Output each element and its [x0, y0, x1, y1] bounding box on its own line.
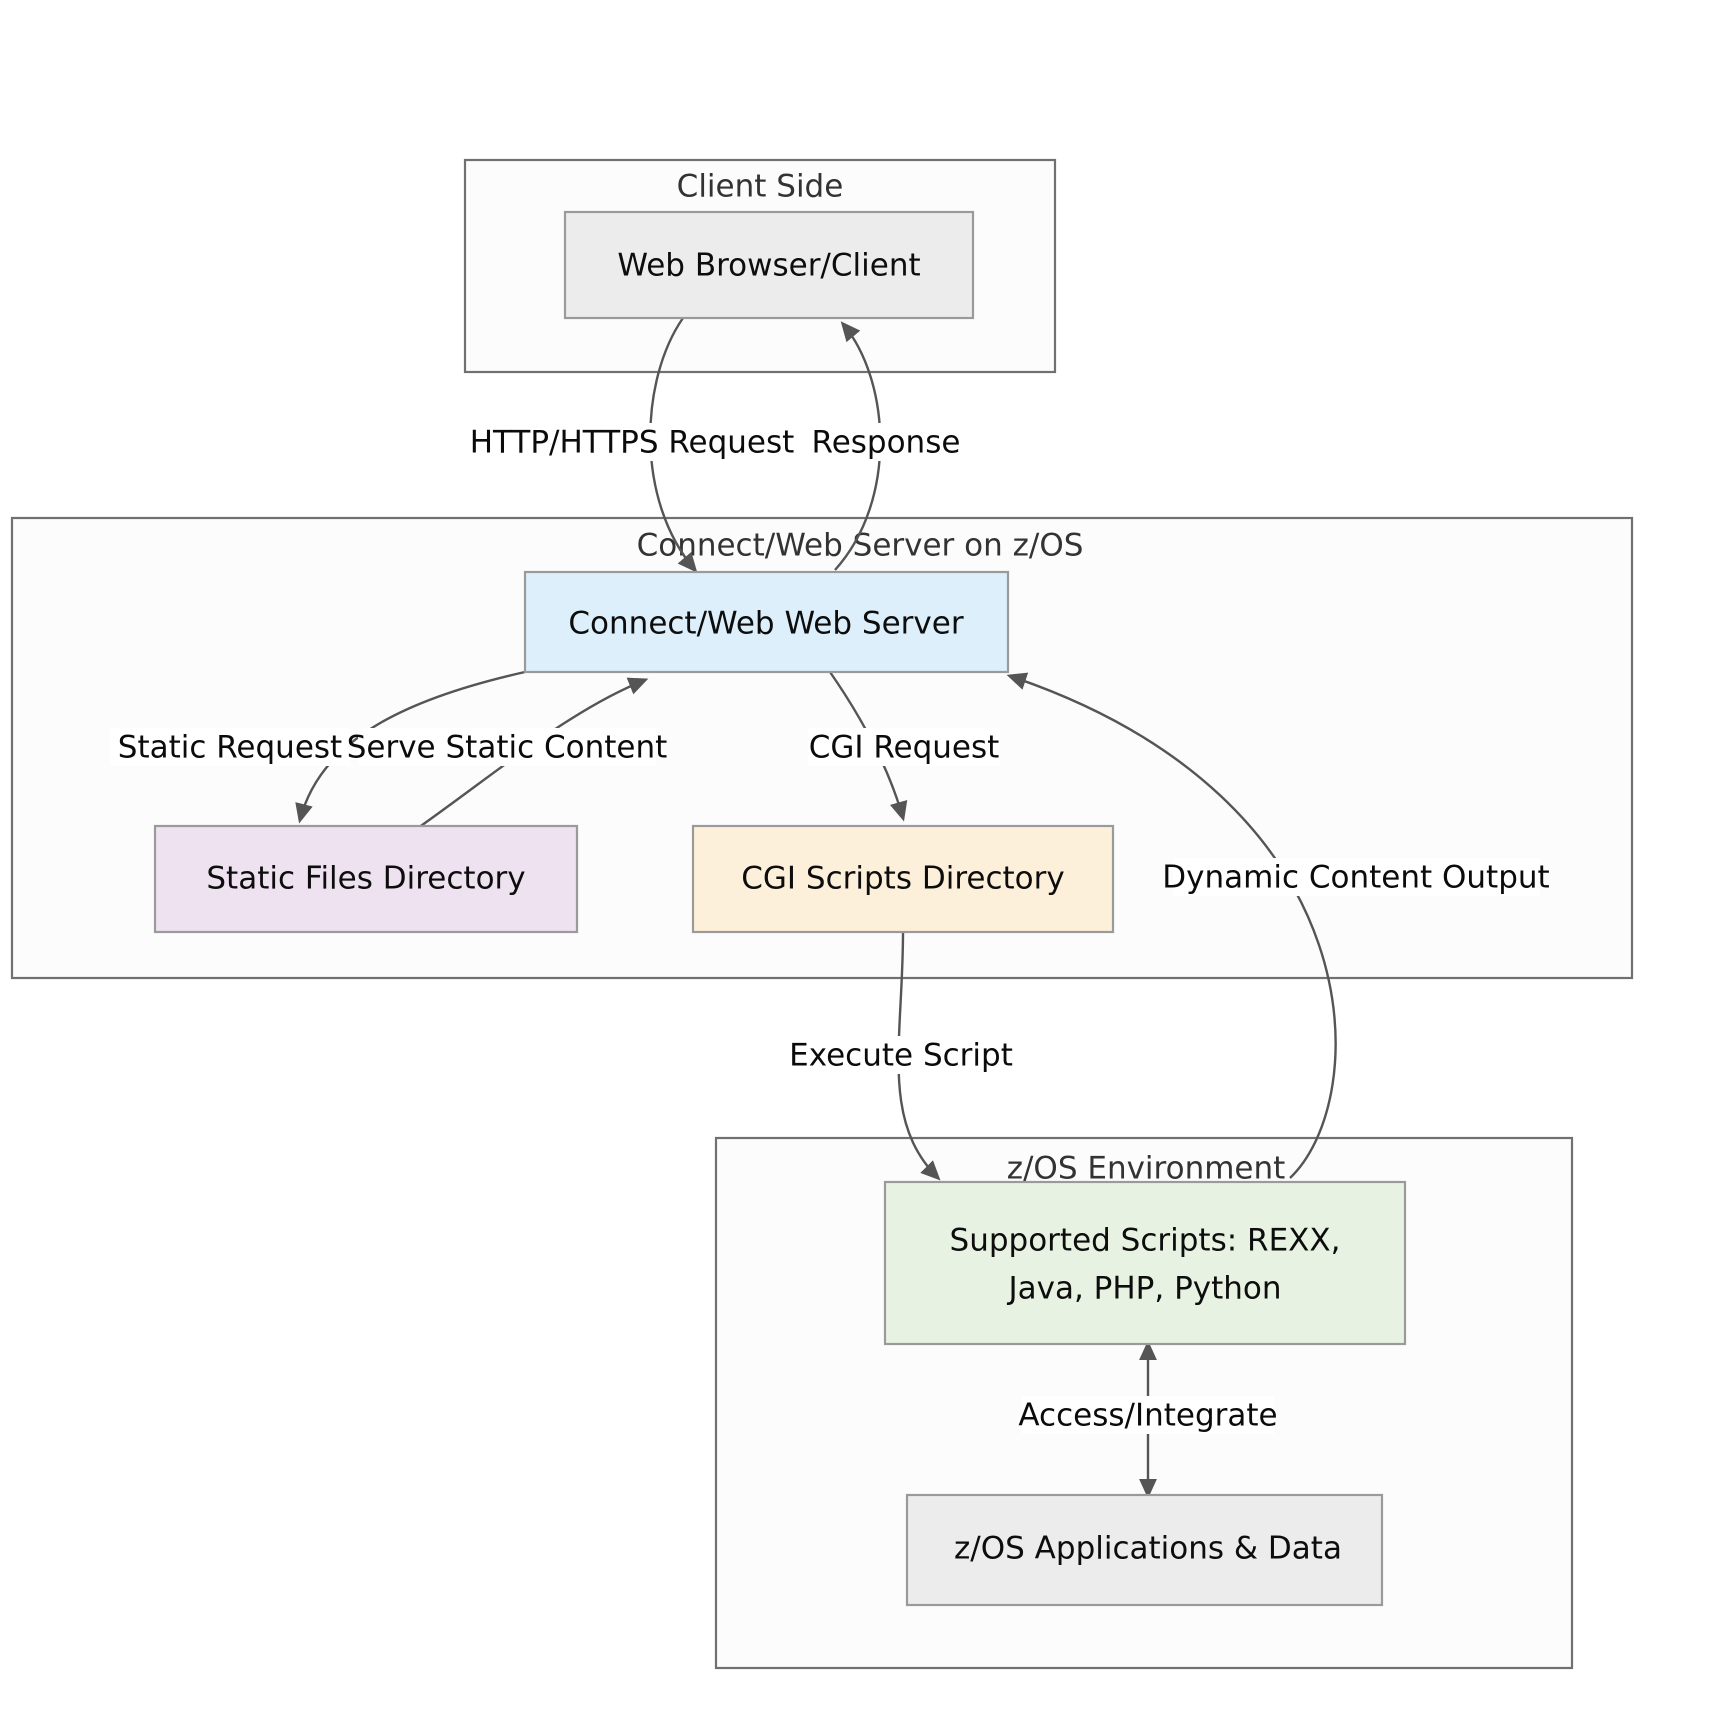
edge-label-execute-script-text: Execute Script: [789, 1038, 1013, 1074]
edge-label-static-request-bg: [110, 728, 350, 766]
node-web-browser-client-label: Web Browser/Client: [617, 248, 920, 284]
node-supported-scripts[interactable]: Supported Scripts: REXX, Java, PHP, Pyth…: [883, 1180, 1407, 1346]
node-cgi-scripts-directory-label: CGI Scripts Directory: [741, 861, 1064, 897]
edge-label-static-request-text: Static Request: [118, 730, 342, 766]
edge-label-cgi-request-bg: [808, 728, 1000, 766]
node-supported-scripts-label-line1: Supported Scripts: REXX,: [950, 1223, 1341, 1259]
edge-static-request: [295, 670, 526, 824]
edge-label-serve-static-content-text: Serve Static Content: [347, 730, 668, 766]
cluster-client-side-title: Client Side: [677, 169, 844, 205]
node-zos-applications-data-rect[interactable]: [905, 1493, 1384, 1607]
node-supported-scripts-rect[interactable]: [883, 1180, 1407, 1346]
edge-dynamic-content-output: [1006, 672, 1337, 1179]
edge-label-serve-static-content-bg: [358, 728, 656, 766]
edge-label-access-integrate: Access/Integrate: [1018, 1396, 1278, 1434]
edge-label-access-integrate-bg: [1022, 1396, 1274, 1434]
edge-label-dynamic-content-output: Dynamic Content Output: [1162, 858, 1550, 896]
edge-label-access-integrate-text: Access/Integrate: [1018, 1398, 1277, 1434]
node-connect-web-server-label: Connect/Web Web Server: [568, 606, 963, 642]
edge-label-response: Response: [812, 423, 961, 461]
node-web-browser-client-rect[interactable]: [563, 210, 975, 320]
node-web-browser-client[interactable]: Web Browser/Client: [563, 210, 975, 320]
edge-label-cgi-request: CGI Request: [808, 728, 1000, 766]
node-static-files-directory[interactable]: Static Files Directory: [153, 824, 579, 934]
node-static-files-directory-label: Static Files Directory: [206, 861, 525, 897]
node-zos-applications-data-label: z/OS Applications & Data: [954, 1531, 1342, 1567]
node-cgi-scripts-directory-rect[interactable]: [691, 824, 1115, 934]
edge-label-http-request: HTTP/HTTPS Request: [470, 423, 795, 461]
node-supported-scripts-label-line2: Java, PHP, Python: [1006, 1271, 1281, 1307]
node-static-files-directory-rect[interactable]: [153, 824, 579, 934]
edge-label-dynamic-content-output-bg: [1173, 858, 1540, 896]
edge-label-execute-script: Execute Script: [789, 1036, 1013, 1074]
cluster-zos-environment-title: z/OS Environment: [1007, 1151, 1286, 1187]
edge-label-execute-script-bg: [790, 1036, 1012, 1074]
node-connect-web-server[interactable]: Connect/Web Web Server: [523, 570, 1010, 674]
edge-label-serve-static-content: Serve Static Content: [347, 728, 668, 766]
edge-label-response-bg: [812, 423, 960, 461]
edge-label-http-request-text: HTTP/HTTPS Request: [470, 425, 795, 461]
node-cgi-scripts-directory[interactable]: CGI Scripts Directory: [691, 824, 1115, 934]
node-zos-applications-data[interactable]: z/OS Applications & Data: [905, 1493, 1384, 1607]
edge-label-dynamic-content-output-text: Dynamic Content Output: [1162, 860, 1549, 896]
edge-label-static-request: Static Request: [110, 728, 350, 766]
edge-label-http-request-bg: [473, 423, 791, 461]
edge-label-cgi-request-text: CGI Request: [809, 730, 1000, 766]
edge-label-response-text: Response: [812, 425, 961, 461]
node-connect-web-server-rect[interactable]: [523, 570, 1010, 674]
